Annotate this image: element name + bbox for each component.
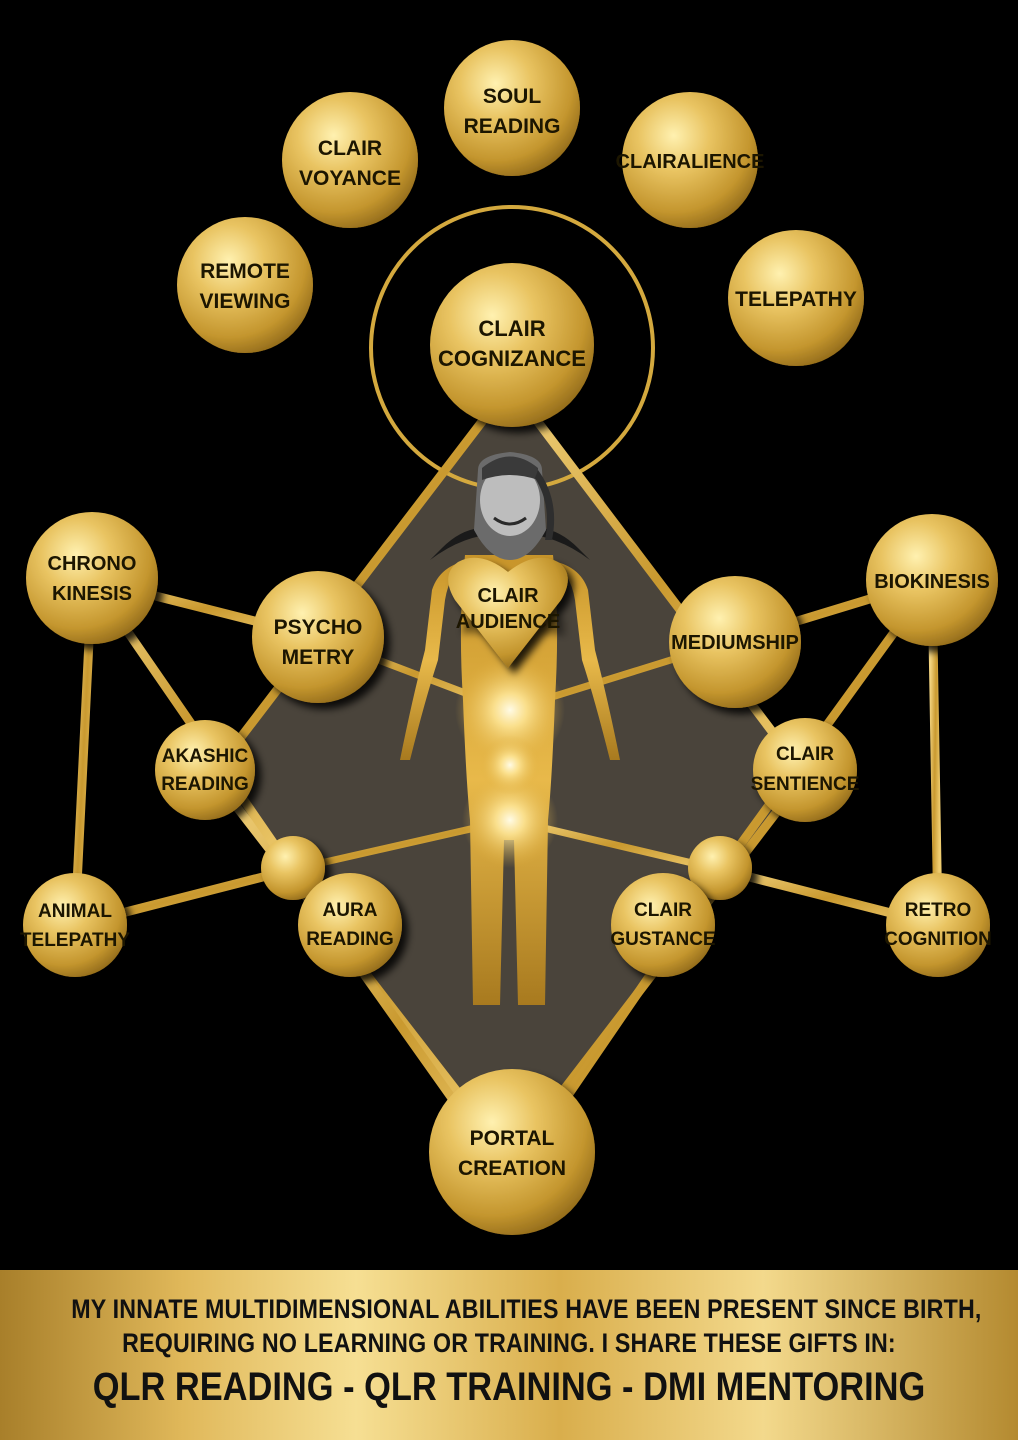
- node-label-line-2: CREATION: [458, 1157, 566, 1180]
- node-akashic-reading[interactable]: AKASHIC READING: [155, 720, 255, 820]
- node-telepathy[interactable]: TELEPATHY: [728, 230, 864, 366]
- node-label-line-1: SOUL: [483, 85, 542, 108]
- node-label-line-2: GUSTANCE: [610, 929, 715, 950]
- node-label-line-1: TELEPATHY: [735, 288, 857, 311]
- node-label-line-1: CLAIR: [318, 137, 382, 160]
- node-clair-gustance[interactable]: CLAIR GUSTANCE: [610, 873, 716, 977]
- node-clair-voyance[interactable]: CLAIR VOYANCE: [282, 92, 418, 228]
- node-biokinesis[interactable]: BIOKINESIS: [866, 514, 998, 646]
- node-clair-cognizance[interactable]: CLAIR COGNIZANCE: [430, 263, 594, 427]
- small-ball-left: [261, 836, 325, 900]
- node-label-line-1: CLAIRALIENCE: [616, 151, 765, 173]
- node-label-line-1: AKASHIC: [162, 746, 249, 767]
- node-animal-telepathy[interactable]: ANIMAL TELEPATHY: [20, 873, 130, 977]
- node-label-line-1: MEDIUMSHIP: [671, 632, 799, 654]
- footer-statement-line-1: MY INNATE MULTIDIMENSIONAL ABILITIES HAV…: [71, 1294, 982, 1324]
- node-label-line-1: PORTAL: [470, 1127, 555, 1150]
- abilities-diagram: CLAIR AUDIENCE SOUL READING CLAIR VOYANC…: [20, 40, 998, 1235]
- node-label-line-1: CLAIR: [634, 900, 692, 921]
- node-label-line-1: PSYCHO: [274, 616, 363, 639]
- node-label-line-1: ANIMAL: [38, 901, 112, 922]
- node-label-line-1: AURA: [323, 900, 378, 921]
- footer-statement-line-2: REQUIRING NO LEARNING OR TRAINING. I SHA…: [122, 1328, 896, 1358]
- node-label-line-1: RETRO: [905, 900, 972, 921]
- node-label-line-2: READING: [161, 774, 249, 795]
- node-label-line-2: KINESIS: [52, 583, 132, 605]
- node-label-line-2: READING: [464, 115, 561, 138]
- heart-label-line-1: CLAIR: [477, 585, 539, 607]
- node-label-line-2: READING: [306, 929, 394, 950]
- node-remote-viewing[interactable]: REMOTE VIEWING: [177, 217, 313, 353]
- heart-clair-audience[interactable]: CLAIR AUDIENCE: [448, 557, 568, 668]
- node-label-line-1: CLAIR: [478, 316, 545, 341]
- node-chrono-kinesis[interactable]: CHRONO KINESIS: [26, 512, 158, 644]
- small-ball-right: [688, 836, 752, 900]
- node-label-line-2: COGNIZANCE: [438, 346, 586, 371]
- node-label-line-2: METRY: [282, 646, 355, 669]
- node-label-line-2: VIEWING: [199, 290, 290, 313]
- node-psycho-metry[interactable]: PSYCHO METRY: [252, 571, 384, 703]
- node-soul-reading[interactable]: SOUL READING: [444, 40, 580, 176]
- node-aura-reading[interactable]: AURA READING: [298, 873, 402, 977]
- footer-services: QLR READING - QLR TRAINING - DMI MENTORI…: [92, 1365, 926, 1409]
- node-portal-creation[interactable]: PORTAL CREATION: [429, 1069, 595, 1235]
- node-label-line-2: SENTIENCE: [751, 774, 860, 795]
- node-clair-sentience[interactable]: CLAIR SENTIENCE: [751, 718, 860, 822]
- node-mediumship[interactable]: MEDIUMSHIP: [669, 576, 801, 708]
- node-label-line-2: COGNITION: [884, 929, 992, 950]
- portrait-photo: [430, 452, 590, 560]
- node-label-line-2: VOYANCE: [299, 167, 401, 190]
- footer-banner: MY INNATE MULTIDIMENSIONAL ABILITIES HAV…: [0, 1270, 1018, 1440]
- node-clairalience[interactable]: CLAIRALIENCE: [616, 92, 765, 228]
- heart-label-line-2: AUDIENCE: [456, 611, 560, 633]
- node-label-line-1: CLAIR: [776, 744, 834, 765]
- node-label-line-1: REMOTE: [200, 260, 290, 283]
- node-label-line-1: CHRONO: [48, 553, 137, 575]
- node-label-line-1: BIOKINESIS: [874, 571, 990, 593]
- node-retro-cognition[interactable]: RETRO COGNITION: [884, 873, 992, 977]
- glowing-figure: [400, 555, 620, 1005]
- node-label-line-2: TELEPATHY: [20, 930, 130, 951]
